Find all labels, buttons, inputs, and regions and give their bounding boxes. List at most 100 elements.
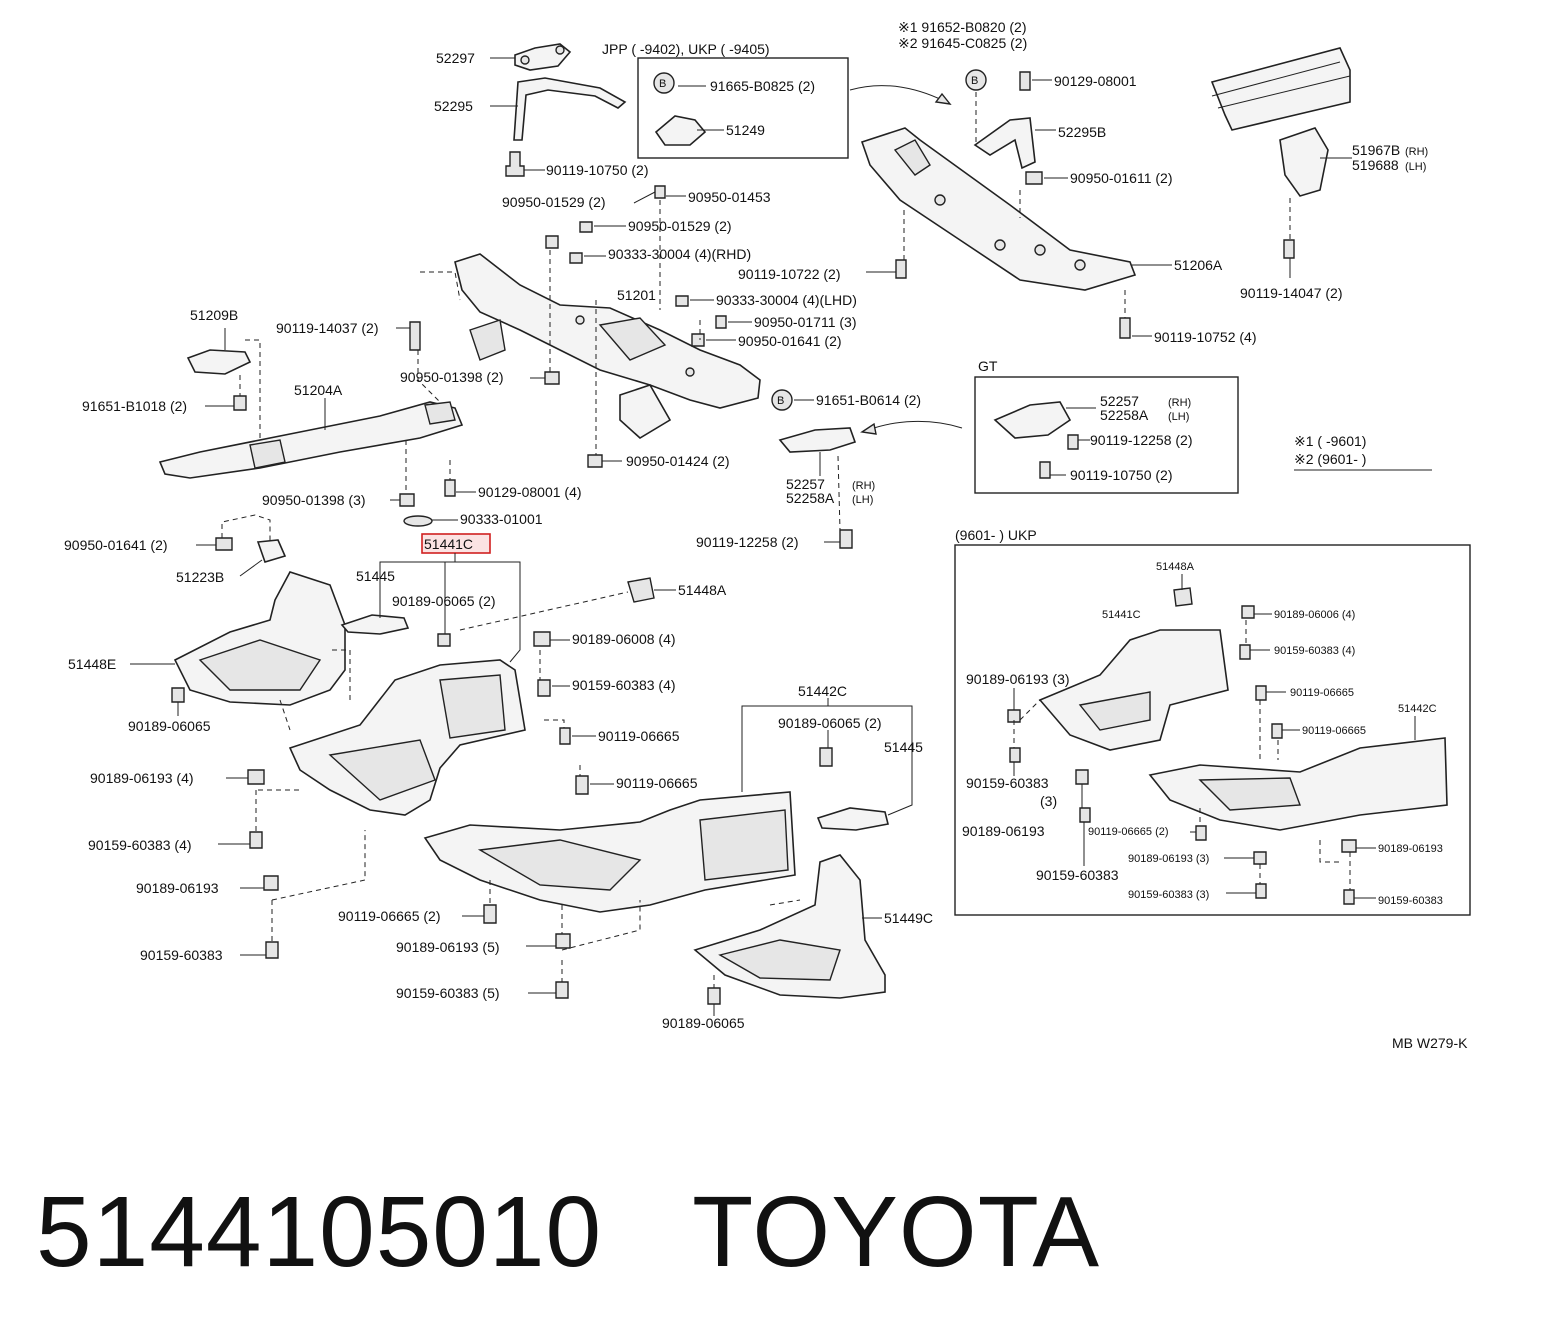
part-label: 90189-06193 (3) xyxy=(966,671,1070,687)
arrow xyxy=(849,85,951,105)
svg-text:B: B xyxy=(971,75,978,87)
part-label: 51448E xyxy=(68,656,116,672)
part-label: 90333-30004 (4)(RHD) xyxy=(608,246,751,262)
part-label: 90119-10750 (2) xyxy=(546,162,648,178)
part-label: 90119-12258 (2) xyxy=(696,534,798,550)
part-label: 90159-60383 xyxy=(966,775,1049,791)
part-label: 90189-06193 (4) xyxy=(90,770,194,786)
part-label: 51209B xyxy=(190,307,238,323)
bracket-51209b xyxy=(186,349,252,375)
cushion-51249 xyxy=(654,115,707,146)
cover-51442c xyxy=(423,791,796,913)
part-label: 90129-08001 xyxy=(1054,73,1137,89)
part-label: 91651-B0614 (2) xyxy=(816,392,921,408)
part-label: 90950-01398 (2) xyxy=(400,369,504,385)
part-label: 90950-01611 (2) xyxy=(1070,170,1172,186)
part-label: 90129-08001 (4) xyxy=(478,484,582,500)
part-label: 91665-B0825 (2) xyxy=(710,78,815,94)
part-label: 90189-06193 xyxy=(1378,843,1443,855)
part-label: 52257 xyxy=(1100,393,1139,409)
cushion-51223b xyxy=(256,539,287,563)
part-label: 52258A xyxy=(786,490,835,506)
bolt-b-icon xyxy=(653,72,675,94)
part-number: 5144105010 xyxy=(36,1176,603,1288)
svg-text:B: B xyxy=(777,395,784,407)
part-label: 519688 xyxy=(1352,157,1399,173)
part-label: 90119-10752 (4) xyxy=(1154,329,1256,345)
bolt xyxy=(1283,239,1295,259)
crossmember-51201 xyxy=(454,253,761,439)
part-label: 90950-01641 (2) xyxy=(738,333,842,349)
part-label: 51441C xyxy=(1102,609,1141,621)
part-label: 90189-06193 (3) xyxy=(1128,853,1209,865)
bolt xyxy=(505,151,525,177)
bolt-b-icon xyxy=(771,389,793,411)
part-label: 51441C xyxy=(424,536,473,552)
part-label: 51442C xyxy=(798,683,847,699)
box-title-ukp: (9601- ) UKP xyxy=(955,527,1037,543)
part-label: 90159-60383 xyxy=(1378,895,1443,907)
part-label: 51223B xyxy=(176,569,224,585)
part-label: 90159-60383 (4) xyxy=(1274,645,1355,657)
box-title-gt: GT xyxy=(978,358,998,374)
part-label: 90119-06665 xyxy=(1290,687,1354,699)
part-label: 90119-10722 (2) xyxy=(738,266,840,282)
note-1: ※1 91652-B0820 (2) xyxy=(898,19,1026,35)
bracket-51967b xyxy=(1279,127,1329,197)
part-label: 90119-14047 (2) xyxy=(1240,285,1342,301)
part-label: 90119-10750 (2) xyxy=(1070,467,1172,483)
part-label: 51448A xyxy=(678,582,727,598)
part-label: 90159-60383 (5) xyxy=(396,985,500,1001)
part-label: 90119-14037 (2) xyxy=(276,320,378,336)
part-label: (3) xyxy=(1040,793,1057,809)
bracket-52257-main xyxy=(778,427,857,453)
part-label: 90950-01529 (2) xyxy=(502,194,606,210)
box-title-top-center: JPP ( -9402), UKP ( -9405) xyxy=(602,41,770,57)
crossmember-51206a xyxy=(860,127,1137,291)
part-label: 52297 xyxy=(436,50,475,66)
legend-1: ※1 ( -9601) xyxy=(1294,433,1366,449)
bolt-b-icon xyxy=(965,69,987,91)
legend-2: ※2 (9601- ) xyxy=(1294,451,1366,467)
frame-rail xyxy=(1210,47,1351,131)
part-label: 90189-06008 (4) xyxy=(572,631,676,647)
part-label: 91651-B1018 (2) xyxy=(82,398,187,414)
cover-51441c-ukp xyxy=(1038,629,1229,751)
part-label: 90159-60383 (3) xyxy=(1128,889,1209,901)
box-top-center xyxy=(637,57,849,159)
part-label: 51445 xyxy=(884,739,923,755)
part-label: 51206A xyxy=(1174,257,1223,273)
bracket-52295 xyxy=(513,77,627,141)
diagram-code: MB W279-K xyxy=(1392,1035,1468,1051)
arrow xyxy=(867,421,963,431)
part-label: 90159-60383 xyxy=(140,947,223,963)
part-label: 90333-01001 xyxy=(460,511,543,527)
part-label: 90119-12258 (2) xyxy=(1090,432,1192,448)
part-label: 51201 xyxy=(617,287,656,303)
cover-51448e xyxy=(173,571,346,706)
part-label: 90950-01398 (3) xyxy=(262,492,366,508)
part-label: 90159-60383 (4) xyxy=(572,677,676,693)
bracket-52297 xyxy=(514,43,572,71)
brand-name: TOYOTA xyxy=(692,1176,1101,1288)
part-label: 90950-01529 (2) xyxy=(628,218,732,234)
shield-51445 xyxy=(340,614,410,635)
part-label: 90189-06065 xyxy=(128,718,211,734)
svg-text:B: B xyxy=(659,78,666,90)
cover-51442c-ukp xyxy=(1148,737,1448,831)
part-label: 90119-06665 (2) xyxy=(338,908,440,924)
part-label: 90189-06065 xyxy=(662,1015,745,1031)
shield-51445-2 xyxy=(816,807,889,831)
box-gt xyxy=(974,376,1239,494)
box-ukp xyxy=(954,544,1471,916)
cover-51449c xyxy=(693,854,886,999)
part-label: 51442C xyxy=(1398,703,1437,715)
part-label: 51449C xyxy=(884,910,933,926)
crossmember-51204a xyxy=(158,401,464,479)
part-label: 90189-06193 xyxy=(136,880,219,896)
part-label: (LH) xyxy=(1168,411,1189,423)
clip-51448a xyxy=(627,577,655,603)
cover-51441c xyxy=(288,659,526,816)
part-label: (RH) xyxy=(1405,146,1428,158)
bracket-52295b xyxy=(973,117,1036,170)
